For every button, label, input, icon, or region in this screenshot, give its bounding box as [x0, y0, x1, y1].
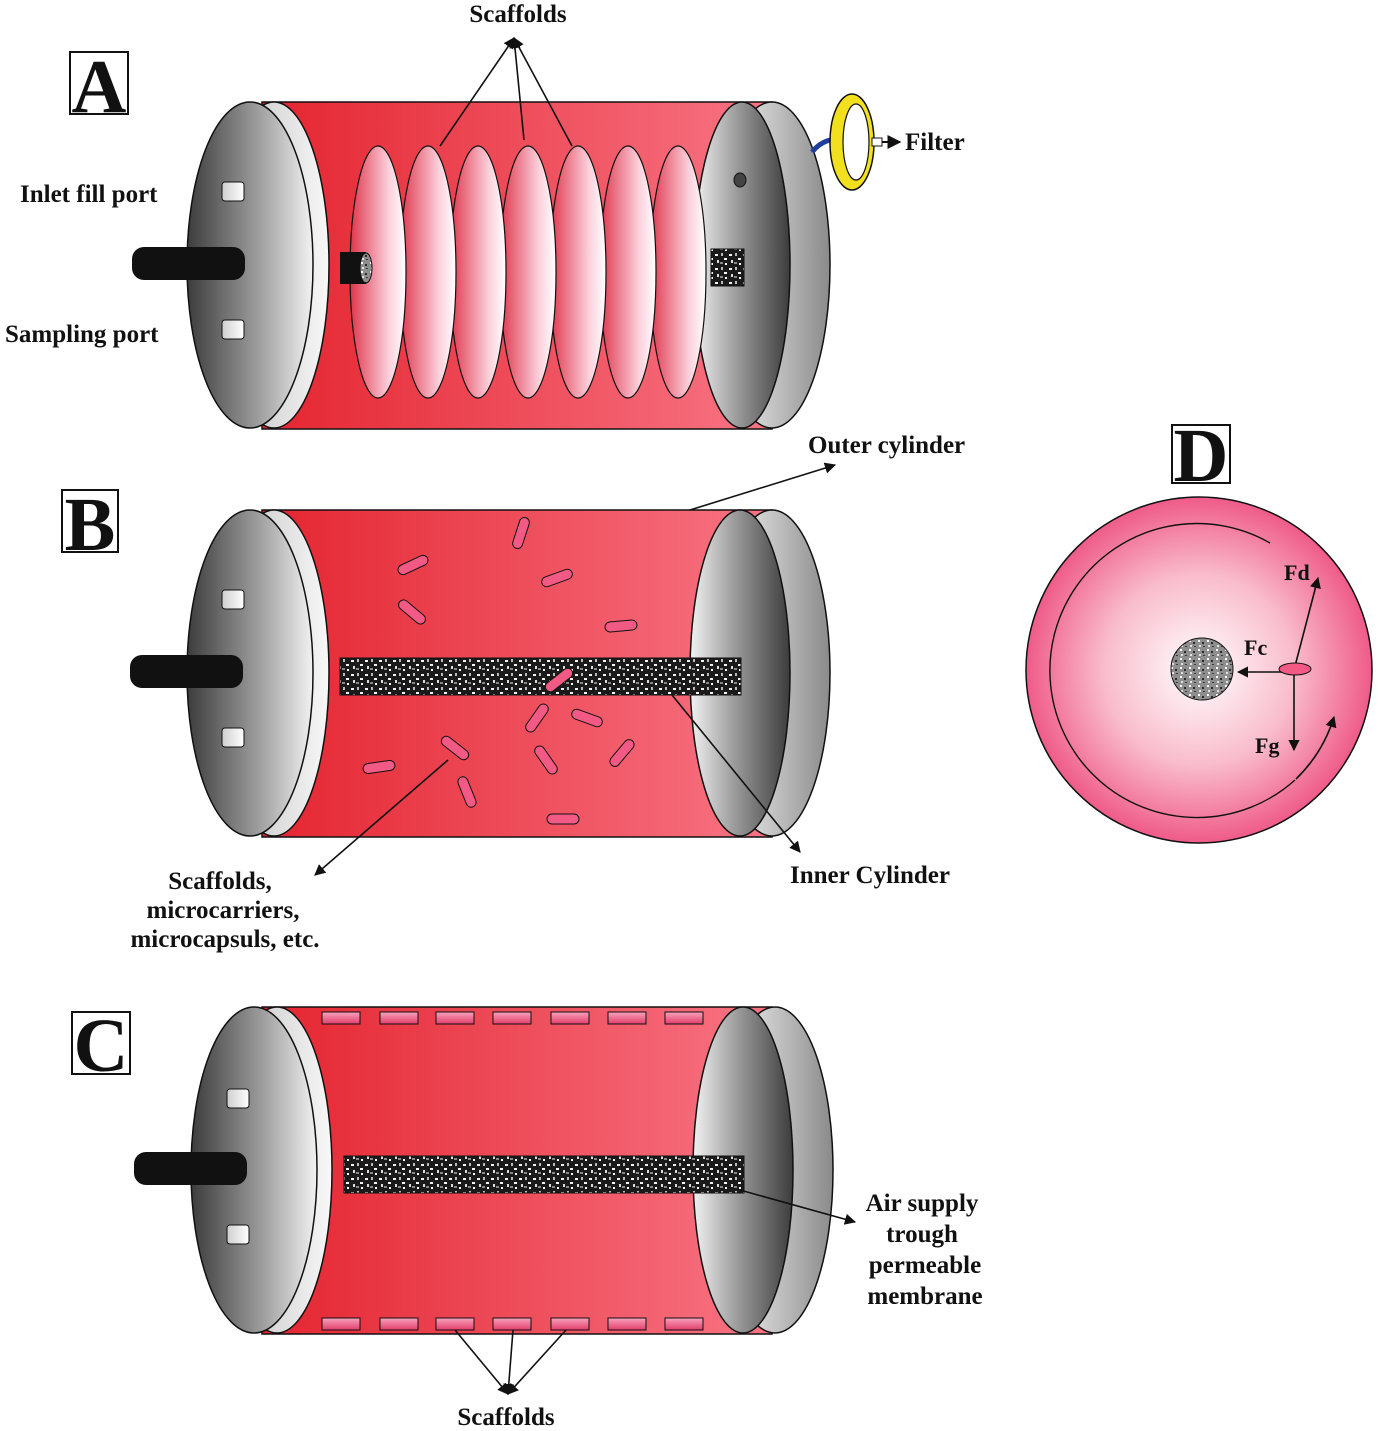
inlet-fill-port-label: Inlet fill port — [20, 181, 158, 208]
microcarrier — [544, 667, 574, 693]
filter-membrane — [842, 103, 870, 181]
panel-b-letter-box — [61, 489, 119, 553]
wall-scaffold — [379, 1011, 419, 1025]
panel-d: D Fd Fc Fg — [1025, 414, 1373, 844]
inner-cylinder-b — [339, 657, 742, 696]
inner-cylinder-label: Inner Cylinder — [790, 862, 950, 889]
carriers-label-line1: Scaffolds, — [168, 868, 271, 895]
microcarrier — [541, 568, 573, 588]
wall-scaffold — [492, 1317, 532, 1331]
microcarrier — [546, 813, 580, 825]
scaffolds-arrow-a2 — [509, 36, 525, 141]
wall-scaffold — [550, 1011, 590, 1025]
carriers-label-line3: microcapsuls, etc. — [130, 926, 319, 953]
wall-scaffold — [664, 1011, 704, 1025]
center-core — [1170, 637, 1234, 701]
panel-a-letter: A — [72, 45, 127, 129]
microcarrier — [571, 708, 603, 728]
panel-a: A — [5, 1, 965, 430]
panel-c: C Air s — [71, 1004, 983, 1431]
inner-core-stub-a — [710, 248, 745, 287]
wall-scaffold — [435, 1011, 475, 1025]
drive-shaft-b — [130, 655, 243, 688]
microcarrier — [440, 735, 470, 761]
particle — [1278, 662, 1312, 676]
scaffolds-label-a: Scaffolds — [469, 1, 567, 28]
air-supply-arrow — [739, 1189, 857, 1225]
sampling-port-b — [221, 727, 245, 748]
microcarrier — [512, 517, 530, 549]
scaffold-discs-a — [340, 145, 707, 399]
panel-b-letter: B — [65, 483, 116, 567]
wall-scaffold — [664, 1317, 704, 1331]
panel-c-letter: C — [74, 1004, 129, 1088]
air-supply-label-line1: Air supply — [866, 1190, 979, 1217]
filter-label: Filter — [905, 129, 965, 156]
carriers-arrow — [314, 759, 449, 876]
scaffolds-arrow-c2 — [503, 1329, 515, 1396]
sampling-port-a — [221, 319, 245, 340]
axle-end-a — [359, 252, 373, 284]
microcarrier — [534, 745, 558, 775]
inlet-port-a — [221, 181, 245, 202]
scaffold-disc — [449, 145, 507, 399]
wall-scaffold — [492, 1011, 532, 1025]
scaffolds-arrow-a1 — [439, 37, 515, 147]
fc-label: Fc — [1244, 635, 1267, 660]
inlet-port-c — [226, 1088, 250, 1109]
microcarrier — [604, 619, 638, 633]
air-supply-label-line2: trough — [886, 1221, 958, 1248]
scaffold-disc — [549, 145, 607, 399]
wall-scaffold — [321, 1317, 361, 1331]
panel-d-letter-box — [1171, 424, 1231, 484]
drive-shaft-c — [134, 1152, 247, 1185]
microcarrier — [362, 759, 396, 775]
scaffold-disc — [499, 145, 557, 399]
free-scaffolds-b — [362, 517, 638, 825]
scaffold-disc — [599, 145, 657, 399]
scaffolds-label-c: Scaffolds — [457, 1404, 555, 1431]
outer-cylinder-label: Outer cylinder — [808, 432, 965, 459]
fd-arrow — [1293, 576, 1321, 671]
panel-d-letter: D — [1174, 414, 1229, 498]
wall-scaffold — [550, 1317, 590, 1331]
scaffolds-arrow-c1 — [454, 1329, 509, 1395]
vent-hole-a — [733, 172, 747, 188]
microcarrier — [525, 703, 549, 733]
wall-scaffold — [379, 1317, 419, 1331]
air-supply-label-line4: membrane — [867, 1283, 982, 1310]
wall-scaffold — [321, 1011, 361, 1025]
wall-scaffold — [607, 1317, 647, 1331]
scaffold-disc — [399, 145, 457, 399]
outer-cylinder-arrow — [689, 462, 837, 511]
fd-label: Fd — [1284, 560, 1310, 585]
scaffolds-arrow-c3 — [507, 1329, 567, 1395]
filter-outlet — [871, 137, 883, 147]
microcarrier — [398, 599, 426, 625]
fg-label: Fg — [1255, 733, 1279, 758]
panel-b: B Outer cylinder I — [61, 432, 965, 953]
sampling-port-c — [226, 1224, 250, 1245]
inner-cylinder-arrow — [671, 694, 801, 853]
sampling-port-label: Sampling port — [5, 321, 159, 348]
air-supply-label-line3: permeable — [869, 1252, 981, 1279]
microcarrier — [397, 554, 429, 576]
air-supply-membrane-c — [343, 1155, 745, 1194]
scaffold-disc — [649, 145, 707, 399]
scaffolds-arrow-a3 — [513, 37, 573, 147]
wall-scaffold — [607, 1011, 647, 1025]
panel-c-letter-box — [71, 1011, 131, 1075]
rotation-arrow — [1295, 715, 1337, 780]
panel-a-letter-box — [69, 51, 129, 115]
wall-scaffolds-top-c — [321, 1011, 704, 1025]
wall-scaffold — [435, 1317, 475, 1331]
rotation-path — [1049, 522, 1296, 819]
wall-scaffolds-bottom-c — [321, 1317, 704, 1331]
microcarrier — [609, 739, 635, 767]
inlet-port-b — [221, 589, 245, 610]
drive-shaft-a — [132, 247, 245, 280]
carriers-label-line2: microcarriers, — [147, 897, 300, 924]
